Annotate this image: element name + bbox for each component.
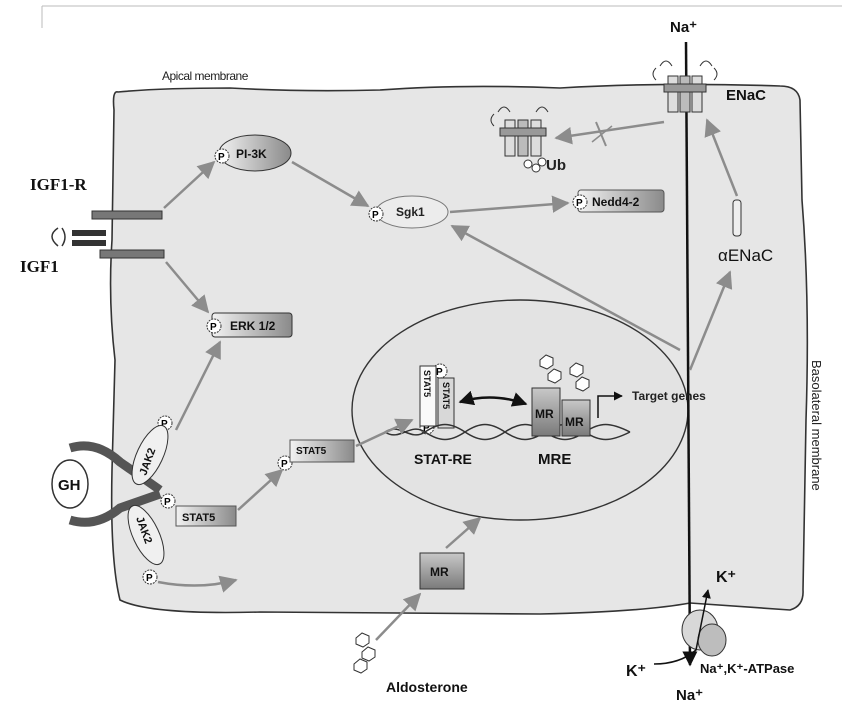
arrow-jak2-stat5 — [157, 575, 238, 593]
stat5-dimer-right-label: STAT5 — [441, 382, 451, 409]
stat5-node-receptor — [175, 505, 237, 527]
svg-text:P: P — [210, 322, 217, 333]
phospho-marker — [277, 455, 293, 471]
alpha-enac-icon — [732, 199, 742, 237]
potassium-uptake-arrow — [653, 589, 711, 665]
stat-re-label: STAT-RE — [414, 451, 472, 467]
arrow-stat5-cytoplasm — [237, 468, 284, 511]
erk-label: ERK 1/2 — [230, 319, 276, 333]
stat5-dimer-left — [419, 365, 437, 427]
apical-membrane-label: Apical membrane — [162, 69, 249, 83]
enac-channel-icon — [652, 60, 718, 113]
potassium-bottom-label: K⁺ — [626, 663, 646, 680]
arrow-enac-internalization — [554, 120, 665, 145]
target-genes-label: Target genes — [632, 389, 706, 403]
arrow-alpha-enac-enac — [704, 118, 739, 197]
svg-text:P: P — [372, 210, 379, 221]
mr-node-dna-right — [561, 399, 591, 437]
stat5-label-receptor: STAT5 — [182, 512, 215, 524]
mr-node-dna-left — [531, 387, 561, 437]
gh-receptor-icon — [51, 441, 163, 527]
igf1-ligand-icon — [51, 227, 66, 247]
arrow-mr-nucleus — [445, 516, 482, 549]
stat5-dimer-right — [437, 377, 455, 429]
arrow-jak2-erk — [174, 340, 222, 431]
arrow-igf1r-erk — [165, 261, 210, 314]
arrow-igf1r-pi3k — [163, 160, 216, 209]
block-cross-2 — [591, 125, 613, 143]
sodium-transport-line — [682, 41, 698, 667]
stat5-node-cytoplasm — [289, 439, 355, 463]
svg-text:P: P — [146, 573, 153, 584]
igf1-label: IGF1 — [20, 257, 59, 276]
atpase-pump-icon — [681, 609, 727, 657]
arrow-sgk1-nedd — [449, 195, 570, 214]
mre-label: MRE — [538, 451, 571, 468]
pi3k-label: PI-3K — [236, 147, 267, 161]
atpase-label: Na⁺,K⁺-ATPase — [700, 661, 794, 676]
sgk1-label: Sgk1 — [396, 205, 425, 219]
sodium-top-label: Na⁺ — [670, 19, 697, 36]
igf1r-bar-1 — [91, 210, 163, 220]
nucleus — [351, 299, 689, 521]
arrow-aldosterone-mr — [375, 592, 422, 641]
jak2-node-lower — [127, 504, 165, 566]
mr-label-dna-right: MR — [565, 415, 584, 429]
arrow-nucleus-alpha-enac — [688, 270, 733, 371]
signaling-arrows — [157, 118, 739, 641]
sodium-bottom-label: Na⁺ — [676, 687, 703, 704]
phospho-marker — [160, 493, 176, 509]
enac-label: ENaC — [726, 87, 766, 104]
ub-label: Ub — [546, 157, 566, 174]
svg-text:P: P — [218, 152, 225, 163]
svg-text:P: P — [161, 419, 168, 430]
phospho-marker — [214, 148, 230, 164]
aldosterone-molecule-icon — [353, 632, 376, 674]
svg-text:P: P — [576, 198, 583, 209]
gh-label: GH — [58, 477, 81, 494]
phospho-marker — [368, 206, 384, 222]
mr-node-cytoplasm — [419, 552, 465, 590]
phospho-marker — [572, 194, 588, 210]
igf1r-bar-4 — [99, 249, 165, 259]
svg-text:P: P — [164, 497, 171, 508]
transcription-arrow — [597, 391, 623, 418]
internalized-enac-icon — [490, 106, 549, 173]
svg-text:P: P — [423, 423, 430, 434]
mr-label-cytoplasm: MR — [430, 565, 449, 579]
arrow-stat5-nucleus — [355, 418, 414, 448]
igf1r-bar-2 — [72, 230, 106, 236]
phospho-marker — [142, 569, 158, 585]
mr-label-dna-left: MR — [535, 407, 554, 421]
aldosterone-label: Aldosterone — [386, 679, 468, 695]
interaction-arrow — [458, 390, 528, 407]
arrow-nucleus-sgk1 — [450, 224, 681, 352]
basolateral-membrane-label: Basolateral membrane — [809, 360, 824, 491]
phospho-marker — [206, 318, 222, 334]
stat5-label-cytoplasm: STAT5 — [296, 446, 327, 457]
igf1r-label: IGF1-R — [30, 175, 87, 194]
arrow-pi3k-sgk1 — [291, 160, 370, 208]
alpha-enac-label: αENaC — [718, 246, 773, 265]
nedd4-2-label: Nedd4-2 — [592, 195, 640, 209]
svg-text:P: P — [281, 459, 288, 470]
igf1r-bar-3 — [72, 240, 106, 246]
jak2-node-upper — [131, 424, 169, 486]
potassium-right-label: K⁺ — [716, 569, 736, 586]
svg-text:P: P — [436, 367, 443, 378]
aldosterone-bound-icon — [539, 354, 590, 392]
stat5-dimer-left-label: STAT5 — [422, 370, 432, 397]
